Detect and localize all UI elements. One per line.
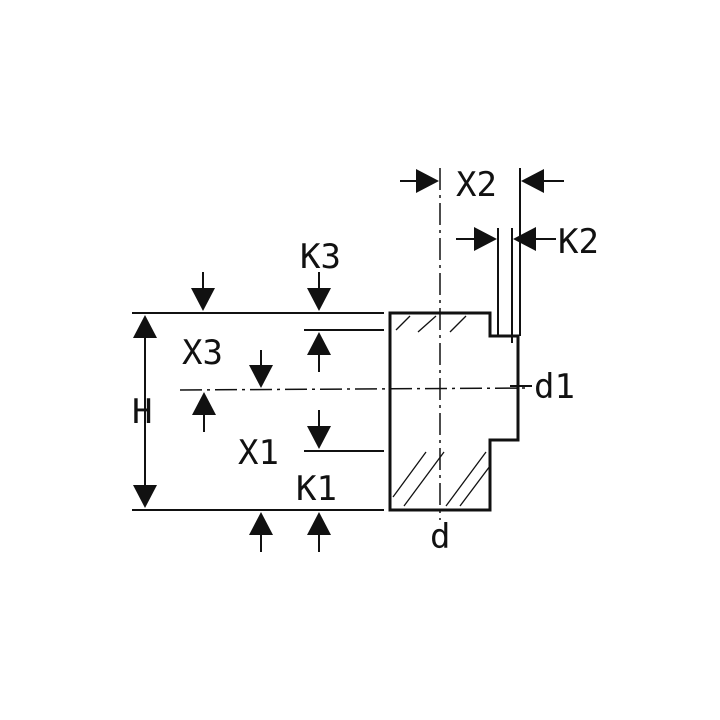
label-x1: X1 — [238, 433, 279, 473]
x2-arrow-left — [521, 169, 544, 193]
arrow-bottom-left — [249, 512, 273, 535]
label-k1: K1 — [296, 469, 337, 509]
arrow-top-left — [191, 288, 215, 311]
x3-arrow-up — [192, 392, 216, 415]
hatch-bottom — [392, 451, 491, 507]
label-x3: X3 — [182, 333, 223, 373]
label-k2: K2 — [558, 222, 599, 262]
hatch-top — [395, 315, 467, 333]
label-x2: X2 — [456, 165, 497, 205]
x3-arrow-down — [249, 365, 273, 388]
h-arrow-down — [133, 485, 157, 508]
h-arrow-up — [133, 315, 157, 338]
label-h: H — [132, 392, 152, 432]
label-k3: K3 — [300, 237, 341, 277]
k2-arrow-left — [513, 227, 536, 251]
k2-arrow-right — [474, 227, 497, 251]
k3-arrow-down — [307, 288, 331, 311]
k3-arrow-up — [307, 332, 331, 355]
label-d: d — [430, 517, 450, 557]
x1-arrow-down — [307, 426, 331, 449]
part-outline — [388, 311, 520, 512]
label-d1: d1 — [534, 367, 575, 407]
centerline-horizontal — [179, 387, 531, 391]
k1-arrow-up — [307, 512, 331, 535]
x2-arrow-right — [416, 169, 439, 193]
